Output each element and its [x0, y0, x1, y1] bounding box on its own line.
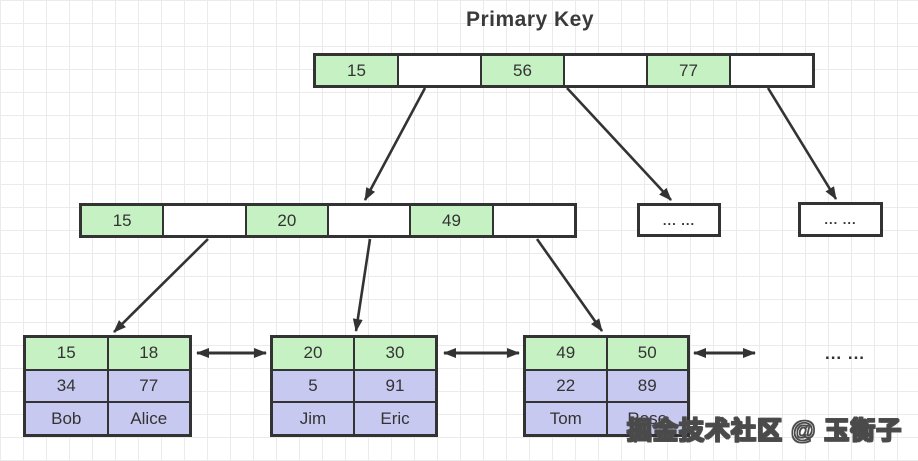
leaf-key-row: 15 18	[26, 338, 189, 371]
arrow-root-to-internal-node	[363, 87, 427, 201]
leaf-key-cell: 30	[355, 338, 435, 369]
leaf-data-row: Jim Eric	[273, 403, 435, 435]
internal-node-key-cell: 15	[82, 206, 165, 235]
arrow-internal-to-leaf-3	[535, 238, 604, 332]
leaf-data-row: Tom Rose	[526, 403, 687, 435]
root-node-key-cell: 15	[316, 56, 399, 85]
root-node-pointer-cell	[565, 56, 648, 85]
root-node-key-cell: 56	[482, 56, 565, 85]
internal-node-key-cell: 49	[411, 206, 494, 235]
internal-node: 15 20 49	[79, 203, 577, 238]
watermark-text: 掘金技术社区 @ 玉衡子	[626, 416, 903, 445]
leaf-ellipsis-text: ... ...	[824, 344, 866, 363]
arrow-root-to-ellipsis-node-2	[766, 87, 838, 200]
root-node-pointer-cell	[731, 56, 812, 85]
leaf-key-cell: 50	[607, 338, 687, 369]
ellipsis-node-2: ... ...	[798, 202, 883, 237]
internal-node-pointer-cell	[493, 206, 574, 235]
root-node: 15 56 77	[313, 53, 815, 88]
leaf-data-cell: 22	[526, 370, 608, 402]
leaf-key-cell: 49	[526, 338, 608, 369]
page-title: Primary Key	[465, 8, 595, 31]
leaf-table-3: 49 50 22 89 Tom Rose	[523, 335, 690, 437]
leaf-data-row: 5 91	[273, 370, 435, 404]
leaf-data-cell: Alice	[108, 403, 189, 435]
ellipsis-node-1: ... ...	[637, 203, 721, 237]
arrow-root-to-ellipsis-node-1	[566, 87, 672, 201]
leaf-key-cell: 18	[108, 338, 189, 369]
leaf-data-row: Bob Alice	[26, 403, 189, 435]
root-node-key-cell: 77	[648, 56, 731, 85]
leaf-data-cell: 5	[273, 370, 355, 402]
arrow-internal-to-leaf-1	[113, 238, 209, 333]
root-node-pointer-cell	[399, 56, 482, 85]
internal-node-key-cell: 20	[246, 206, 329, 235]
leaf-key-cell: 15	[26, 338, 109, 369]
leaf-key-cell: 20	[273, 338, 355, 369]
leaf-table-2: 20 30 5 91 Jim Eric	[270, 335, 438, 437]
leaf-data-cell: 77	[108, 370, 189, 402]
leaf-data-row: 34 77	[26, 370, 189, 404]
leaf-data-cell: Eric	[355, 403, 435, 435]
leaf-key-row: 49 50	[526, 338, 687, 371]
leaf-data-cell: 91	[355, 370, 435, 402]
leaf-data-cell: 89	[607, 370, 687, 402]
internal-node-pointer-cell	[328, 206, 412, 235]
internal-node-pointer-cell	[164, 206, 247, 235]
leaf-data-cell: Tom	[526, 403, 608, 435]
leaf-data-cell: Jim	[273, 403, 355, 435]
leaf-data-cell: 34	[26, 370, 109, 402]
arrow-internal-to-leaf-2	[352, 238, 372, 332]
leaf-table-1: 15 18 34 77 Bob Alice	[23, 335, 192, 437]
leaf-data-cell: Bob	[26, 403, 109, 435]
leaf-data-cell: Rose	[607, 403, 687, 435]
leaf-data-row: 22 89	[526, 370, 687, 404]
leaf-key-row: 20 30	[273, 338, 435, 371]
